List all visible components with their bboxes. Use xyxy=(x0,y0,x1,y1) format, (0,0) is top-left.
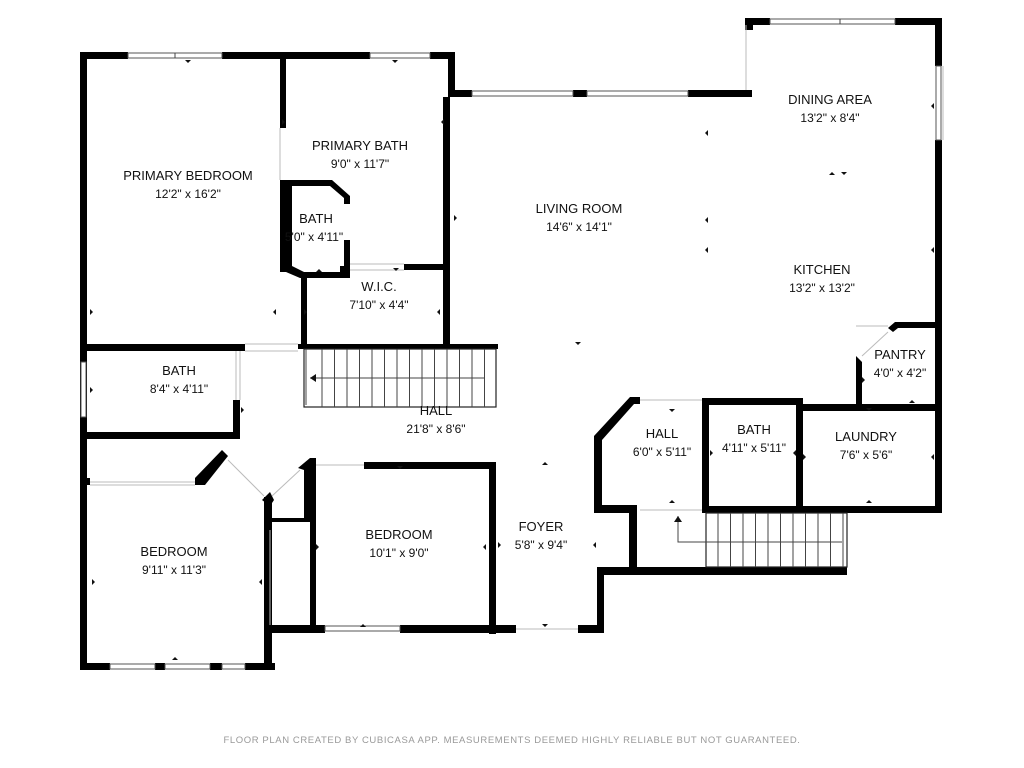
room-name: HALL xyxy=(420,403,453,418)
dimension-ticks xyxy=(90,60,934,660)
room-laundry: LAUNDRY 7'6" x 5'6" xyxy=(835,429,897,462)
dimension-tick xyxy=(931,103,934,109)
dimension-tick xyxy=(710,450,713,456)
room-name: BATH xyxy=(737,422,771,437)
room-size: 21'8" x 8'6" xyxy=(406,422,465,436)
dimension-tick xyxy=(441,119,444,125)
room-name: KITCHEN xyxy=(793,262,850,277)
room-size: 7'6" x 5'6" xyxy=(840,448,892,462)
dimension-tick xyxy=(90,387,93,393)
walls xyxy=(80,18,942,670)
dimension-tick xyxy=(793,450,796,456)
dimension-tick xyxy=(498,542,501,548)
room-size: 4'11" x 5'11" xyxy=(722,441,786,455)
room-pantry: PANTRY 4'0" x 4'2" xyxy=(874,347,926,380)
room-primary-bath: PRIMARY BATH 9'0" x 11'7" xyxy=(312,138,408,171)
room-name: LAUNDRY xyxy=(835,429,897,444)
dimension-tick xyxy=(829,172,835,175)
dimension-tick xyxy=(931,454,934,460)
room-size: 13'2" x 8'4" xyxy=(800,111,859,125)
dimension-tick xyxy=(593,542,596,548)
room-name: HALL xyxy=(646,426,679,441)
room-hall-east: HALL 6'0" x 5'11" xyxy=(633,426,691,459)
room-bath-small: BATH 5'0" x 4'11" xyxy=(285,211,343,244)
room-name: BEDROOM xyxy=(140,544,207,559)
room-dining-area: DINING AREA 13'2" x 8'4" xyxy=(788,92,872,125)
dimension-tick xyxy=(841,172,847,175)
room-bedroom-west: BEDROOM 9'11" x 11'3" xyxy=(140,544,207,577)
dimension-tick xyxy=(392,60,398,63)
windows xyxy=(80,18,942,670)
stairs-east xyxy=(674,512,848,568)
room-name: DINING AREA xyxy=(788,92,872,107)
room-size: 13'2" x 13'2" xyxy=(789,281,855,295)
dimension-tick xyxy=(316,544,319,550)
dimension-tick xyxy=(304,309,307,315)
room-name: PRIMARY BEDROOM xyxy=(123,168,253,183)
dimension-tick xyxy=(483,544,486,550)
dimension-tick xyxy=(931,247,934,253)
dimension-tick xyxy=(241,407,244,413)
room-size: 9'0" x 11'7" xyxy=(331,157,389,171)
dimension-tick xyxy=(259,579,262,585)
dimension-tick xyxy=(866,408,872,411)
dimension-tick xyxy=(393,268,399,271)
dimension-tick xyxy=(282,119,285,125)
room-size: 8'4" x 4'11" xyxy=(150,382,208,396)
dimension-tick xyxy=(397,466,403,469)
dimension-tick xyxy=(273,309,276,315)
dimension-tick xyxy=(172,657,178,660)
room-size: 9'11" x 11'3" xyxy=(142,563,206,577)
dimension-tick xyxy=(669,409,675,412)
dimension-tick xyxy=(669,500,675,503)
room-size: 5'8" x 9'4" xyxy=(515,538,567,552)
dimension-tick xyxy=(316,269,322,272)
room-size: 7'10" x 4'4" xyxy=(349,298,408,312)
room-name: BEDROOM xyxy=(365,527,432,542)
dimension-tick xyxy=(705,130,708,136)
room-primary-bedroom: PRIMARY BEDROOM 12'2" x 16'2" xyxy=(123,168,253,201)
disclaimer-footer: FLOOR PLAN CREATED BY CUBICASA APP. MEAS… xyxy=(223,735,801,746)
room-bath-east: BATH 4'11" x 5'11" xyxy=(722,422,786,455)
dimension-tick xyxy=(866,500,872,503)
room-name: PANTRY xyxy=(874,347,926,362)
room-name: FOYER xyxy=(519,519,564,534)
room-size: 12'2" x 16'2" xyxy=(155,187,221,201)
stairs-main xyxy=(303,348,497,408)
dimension-tick xyxy=(575,342,581,345)
dimension-tick xyxy=(803,454,806,460)
room-size: 14'6" x 14'1" xyxy=(546,220,612,234)
room-name: PRIMARY BATH xyxy=(312,138,408,153)
dimension-tick xyxy=(909,400,915,403)
dimension-tick xyxy=(437,309,440,315)
room-size: 10'1" x 9'0" xyxy=(369,546,428,560)
room-living-room: LIVING ROOM 14'6" x 14'1" xyxy=(536,201,623,234)
dimension-tick xyxy=(92,579,95,585)
dimension-tick xyxy=(360,624,366,627)
room-wic: W.I.C. 7'10" x 4'4" xyxy=(349,279,408,312)
room-kitchen: KITCHEN 13'2" x 13'2" xyxy=(789,262,855,295)
dimension-tick xyxy=(185,60,191,63)
room-name: BATH xyxy=(299,211,333,226)
room-name: W.I.C. xyxy=(361,279,396,294)
room-hall-main: HALL 21'8" x 8'6" xyxy=(406,403,465,436)
room-labels: PRIMARY BEDROOM 12'2" x 16'2" PRIMARY BA… xyxy=(123,92,926,577)
dimension-tick xyxy=(862,377,865,383)
dimension-tick xyxy=(705,247,708,253)
room-name: LIVING ROOM xyxy=(536,201,623,216)
dimension-tick xyxy=(90,309,93,315)
room-bedroom-center: BEDROOM 10'1" x 9'0" xyxy=(365,527,432,560)
dimension-tick xyxy=(542,462,548,465)
room-size: 6'0" x 5'11" xyxy=(633,445,691,459)
room-foyer: FOYER 5'8" x 9'4" xyxy=(515,519,567,552)
dimension-tick xyxy=(705,217,708,223)
room-size: 4'0" x 4'2" xyxy=(874,366,926,380)
dimension-tick xyxy=(542,624,548,627)
room-size: 5'0" x 4'11" xyxy=(285,230,343,244)
dimension-tick xyxy=(454,215,457,221)
room-bath-west: BATH 8'4" x 4'11" xyxy=(150,363,208,396)
room-name: BATH xyxy=(162,363,196,378)
